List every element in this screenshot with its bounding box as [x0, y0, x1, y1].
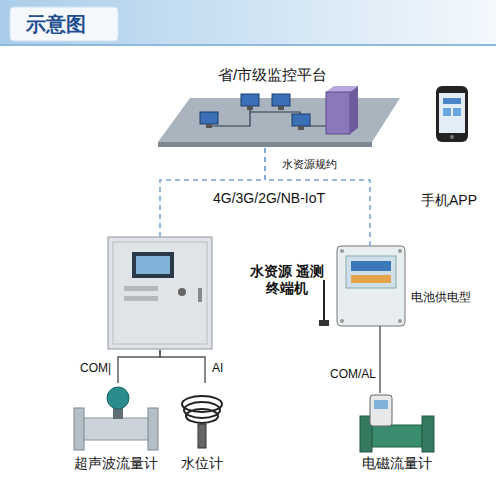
- pipe-body: [372, 425, 422, 447]
- computer-monitor: [200, 112, 218, 124]
- node-label: 省/市级监控平台: [218, 66, 358, 84]
- phone-icon: [453, 108, 461, 116]
- edge-label-wrap: COM|: [80, 361, 111, 375]
- device-screw: [398, 249, 402, 253]
- node-label: 超声波流量计: [62, 455, 170, 472]
- mobile-app: 手机APP: [418, 82, 480, 206]
- node-label: 电磁流量计: [352, 455, 442, 472]
- connector: [118, 350, 160, 383]
- cabinet-plate: [124, 286, 158, 291]
- ultrasonic-meter: 超声波流量计: [70, 383, 162, 453]
- node-label: 水资源 遥测终端机: [246, 263, 328, 297]
- em-flow-meter: 电磁流量计: [352, 393, 442, 453]
- antenna-whip: [323, 280, 325, 322]
- cabinet-button: [178, 288, 186, 296]
- pipe-flange: [422, 416, 434, 452]
- transmitter-head: [107, 387, 129, 409]
- node-label: 水位计: [167, 455, 237, 472]
- computer-stand: [247, 106, 253, 110]
- cable-coil: [186, 409, 218, 423]
- phone-icon: [443, 98, 461, 104]
- edge-label-wrap: COM/AL: [330, 367, 376, 381]
- connector: [160, 350, 205, 383]
- level-meter: 水位计: [172, 383, 232, 453]
- network-line: [210, 112, 330, 126]
- computer-stand: [206, 124, 212, 128]
- device-strip: [351, 275, 391, 283]
- phone-button: [450, 135, 454, 139]
- phone-icon: [443, 108, 451, 116]
- cabinet-screen: [132, 252, 174, 278]
- computer-monitor: [292, 114, 310, 126]
- header-bar: [0, 0, 496, 46]
- server-side: [350, 86, 358, 134]
- device-screw: [340, 319, 344, 323]
- device-panel: [346, 256, 396, 288]
- connector: [379, 326, 380, 393]
- device-screw: [398, 319, 402, 323]
- cabinet-door: [113, 242, 207, 344]
- computer-monitor: [241, 94, 259, 106]
- platform-edge: [158, 142, 372, 147]
- phone-body: [436, 86, 468, 142]
- cabinet-plate: [124, 296, 158, 301]
- signal-label: COM|: [80, 361, 111, 375]
- battery-terminal: 电池供电型: [337, 246, 405, 326]
- transmitter-head: [370, 395, 392, 426]
- transmitter-display: [374, 400, 388, 409]
- free-label: 4G/3G/2G/NB-IoT: [213, 190, 325, 207]
- edge-label-wrap: AI: [212, 361, 223, 375]
- server-tower: [326, 92, 350, 134]
- monitoring-platform: 省/市级监控平台: [158, 62, 400, 148]
- cabinet-body: [108, 237, 212, 349]
- cabinet-display: [136, 256, 170, 274]
- device-body: [337, 246, 405, 326]
- pipe-flange: [148, 408, 158, 450]
- computer-monitor: [272, 94, 290, 106]
- cabinet-lock: [198, 288, 202, 302]
- header-rule: [0, 44, 496, 46]
- signal-label: COM/AL: [330, 367, 376, 381]
- phone-screen: [439, 93, 465, 133]
- antenna-base: [319, 320, 329, 326]
- telemetry-cabinet: 水资源 遥测终端机: [108, 237, 213, 350]
- free-label: 水资源规约: [282, 158, 337, 171]
- signal-label: AI: [212, 361, 223, 375]
- header-tab: [10, 7, 118, 41]
- device-screw: [340, 249, 344, 253]
- pipe-flange: [74, 408, 84, 450]
- pipe-body: [82, 418, 152, 440]
- computer-stand: [298, 126, 304, 130]
- computer-stand: [278, 106, 284, 110]
- title-wrap: 示意图: [26, 12, 86, 36]
- device-display: [351, 261, 391, 271]
- node-label: 电池供电型: [411, 290, 477, 304]
- level-probe: [198, 424, 206, 448]
- diagram-title: 示意图: [26, 12, 86, 36]
- label-wrap: 4G/3G/2G/NB-IoT: [213, 190, 325, 207]
- label-wrap: 水资源规约: [282, 158, 337, 171]
- node-label: 手机APP: [418, 192, 480, 209]
